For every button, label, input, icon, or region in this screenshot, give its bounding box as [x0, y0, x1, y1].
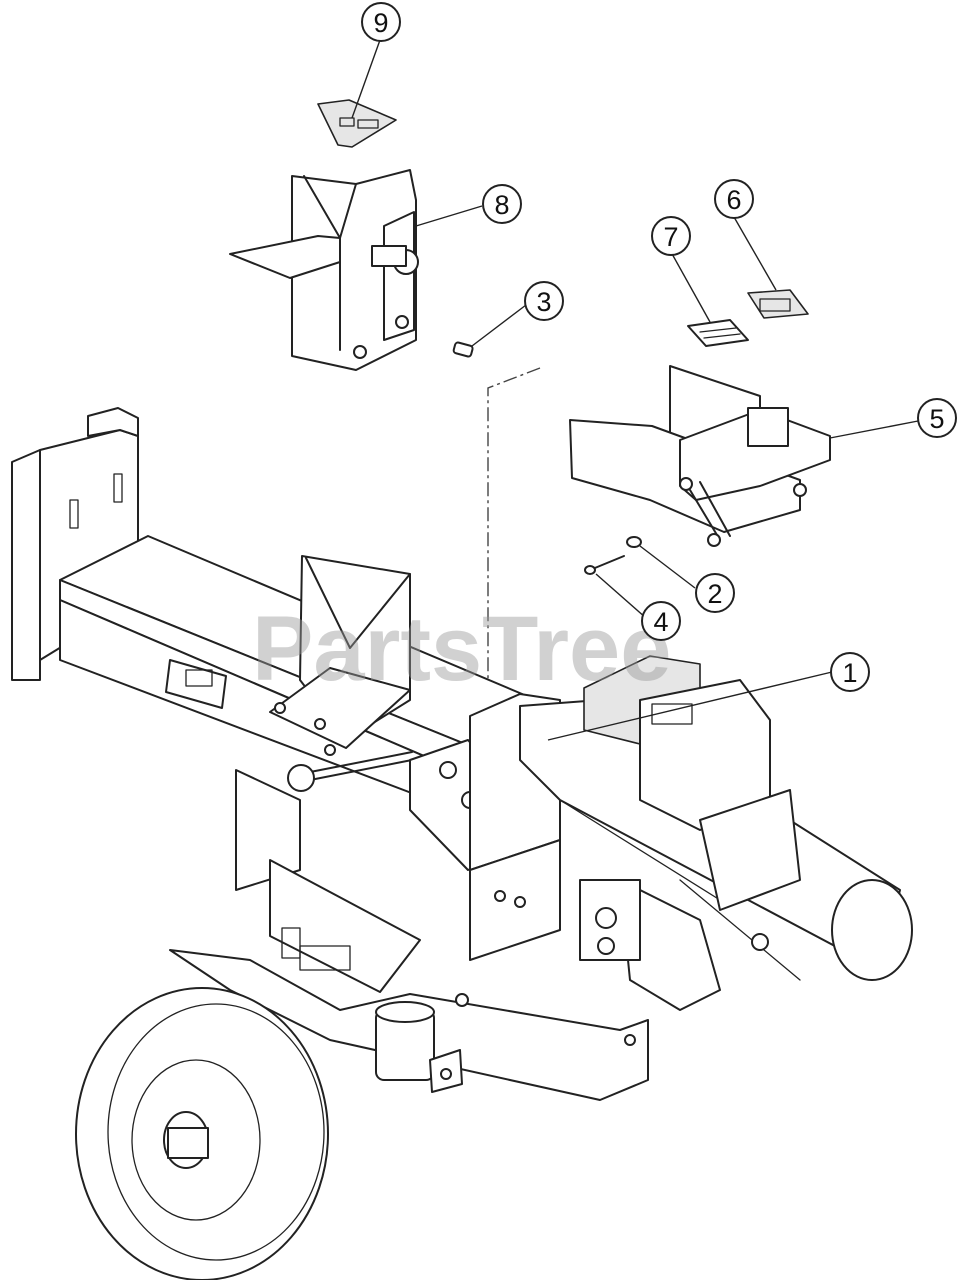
- callout-1[interactable]: 1: [830, 652, 870, 692]
- part-8-wedge-assembly: [229, 169, 419, 371]
- engine: [583, 655, 801, 1011]
- beam-wedge: [269, 555, 411, 756]
- part-7-decal: [687, 319, 749, 347]
- callout-8[interactable]: 8: [482, 184, 522, 224]
- part-2-washer: [626, 536, 642, 548]
- callout-label: 1: [842, 658, 857, 688]
- part-9-decal: [317, 99, 397, 148]
- callout-label: 2: [707, 579, 722, 609]
- callout-label: 7: [663, 222, 678, 252]
- callout-label: 6: [726, 185, 741, 215]
- leader-lines: [351, 39, 919, 741]
- watermark-text: PartsTree: [252, 598, 671, 700]
- part-3-bolt: [452, 341, 474, 358]
- callout-label: 3: [536, 287, 551, 317]
- callout-label: 8: [494, 190, 509, 220]
- callout-3[interactable]: 3: [524, 281, 564, 321]
- callout-6[interactable]: 6: [714, 179, 754, 219]
- callout-label: 5: [929, 404, 944, 434]
- part-4-bolt: [584, 555, 625, 575]
- callout-2[interactable]: 2: [695, 573, 735, 613]
- callout-4[interactable]: 4: [641, 601, 681, 641]
- part-5-log-cradle: [569, 365, 831, 547]
- assembly-dashed-line: [487, 367, 541, 706]
- callout-label: 9: [373, 8, 388, 38]
- wheel: [75, 987, 329, 1280]
- pump-tank: [375, 879, 641, 1093]
- callout-5[interactable]: 5: [917, 398, 957, 438]
- callout-7[interactable]: 7: [651, 216, 691, 256]
- part-6-decal: [747, 289, 809, 319]
- callout-9[interactable]: 9: [361, 2, 401, 42]
- callout-label: 4: [653, 607, 668, 637]
